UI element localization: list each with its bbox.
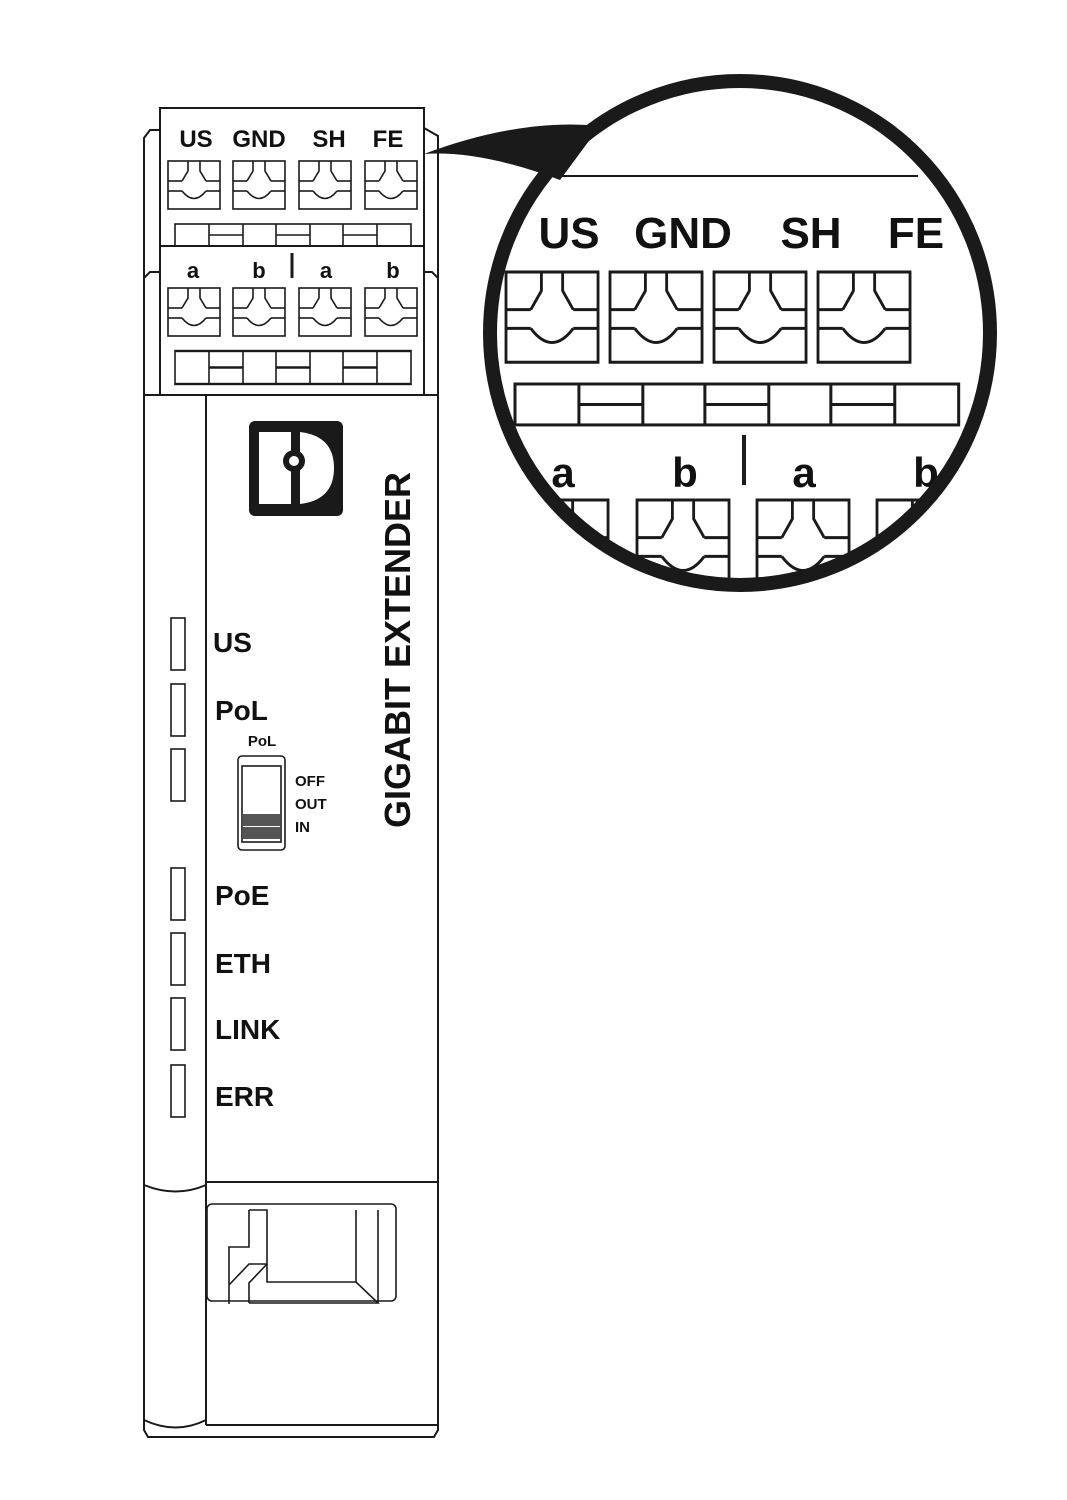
svg-text:OUT: OUT bbox=[295, 796, 327, 813]
terminal-label-sh: SH bbox=[312, 126, 345, 153]
svg-text:IN: IN bbox=[295, 819, 310, 836]
device-name: GIGABIT EXTENDER bbox=[377, 472, 418, 828]
terminal-label-us: US bbox=[179, 126, 212, 153]
svg-text:a: a bbox=[320, 258, 333, 283]
phoenix-logo-icon bbox=[249, 421, 343, 516]
svg-text:PoE: PoE bbox=[215, 880, 269, 911]
svg-text:ERR: ERR bbox=[215, 1081, 274, 1112]
svg-text:b: b bbox=[672, 449, 698, 496]
terminal-label-gnd: GND bbox=[232, 126, 285, 153]
svg-text:SH: SH bbox=[780, 209, 841, 258]
svg-text:US: US bbox=[213, 627, 252, 658]
led-indicators bbox=[170, 617, 186, 1118]
terminal-row-bottom bbox=[167, 287, 418, 386]
svg-text:a: a bbox=[187, 258, 200, 283]
svg-text:FE: FE bbox=[888, 209, 944, 258]
svg-text:a: a bbox=[551, 449, 575, 496]
terminal-labels-top: US GND SH FE bbox=[179, 126, 403, 153]
svg-text:b: b bbox=[252, 258, 265, 283]
svg-text:LINK: LINK bbox=[215, 1014, 280, 1045]
magnifier-callout: US GND SH FE a b a b bbox=[424, 74, 997, 592]
svg-text:GND: GND bbox=[634, 209, 732, 258]
svg-text:a: a bbox=[792, 449, 816, 496]
pol-switch[interactable]: PoL OFF OUT IN bbox=[237, 733, 327, 851]
terminal-labels-bottom: a b a b bbox=[187, 253, 400, 283]
svg-text:b: b bbox=[386, 258, 399, 283]
svg-text:OFF: OFF bbox=[295, 773, 325, 790]
svg-text:ETH: ETH bbox=[215, 948, 271, 979]
svg-text:PoL: PoL bbox=[248, 733, 276, 750]
led-labels: US PoL PoE ETH LINK ERR bbox=[213, 627, 280, 1112]
svg-text:PoL: PoL bbox=[215, 695, 268, 726]
terminal-label-fe: FE bbox=[373, 126, 404, 153]
ethernet-port[interactable] bbox=[206, 1203, 397, 1304]
svg-text:US: US bbox=[538, 209, 599, 258]
terminal-row-top bbox=[167, 160, 418, 247]
